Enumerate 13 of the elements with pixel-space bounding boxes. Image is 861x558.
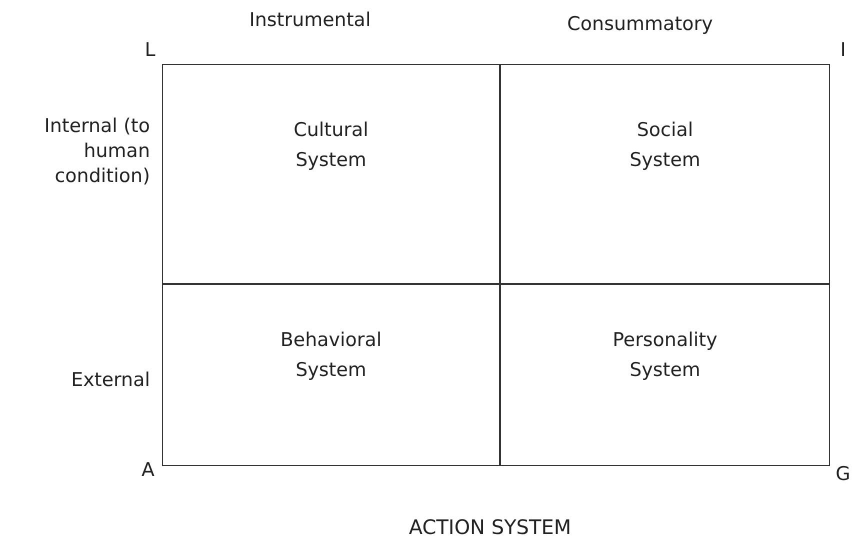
row-heading: Internal (to human condition) bbox=[43, 114, 150, 189]
corner-letter: A bbox=[140, 458, 156, 483]
corner-letter: L bbox=[144, 38, 156, 63]
system-name: Behavioral System bbox=[279, 328, 383, 383]
corner-letter: I bbox=[839, 38, 847, 63]
system-name: Personality System bbox=[612, 328, 718, 383]
corner-letter: G bbox=[834, 462, 852, 487]
row-heading: External bbox=[70, 368, 150, 393]
column-heading: Consummatory bbox=[566, 12, 714, 37]
system-name: Social System bbox=[628, 118, 702, 173]
column-heading: Instrumental bbox=[248, 8, 372, 33]
system-name: Cultural System bbox=[292, 118, 370, 173]
caption: ACTION SYSTEM bbox=[408, 515, 572, 540]
